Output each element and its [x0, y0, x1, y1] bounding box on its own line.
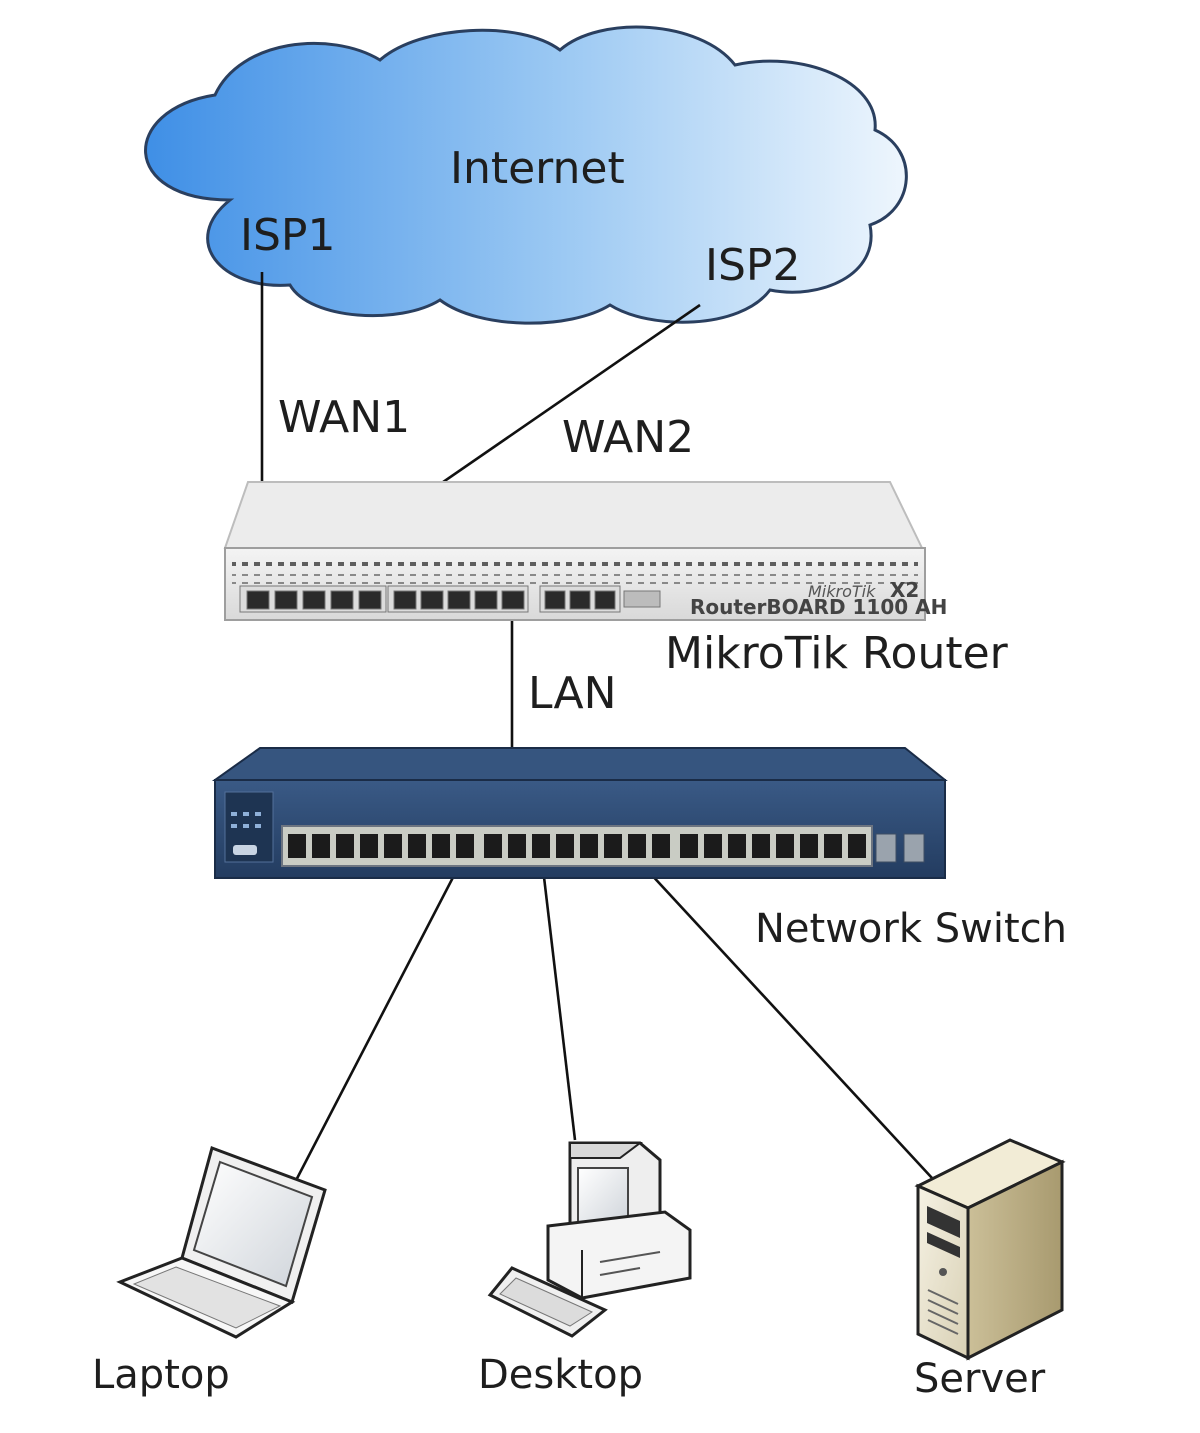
server-icon	[914, 1138, 1066, 1361]
router-model-badge: X2	[890, 578, 919, 602]
router-ports	[239, 585, 661, 613]
wan1-label: WAN1	[278, 392, 410, 443]
isp2-label: ISP2	[705, 240, 800, 291]
switch-ports	[288, 834, 866, 858]
wan2-label: WAN2	[562, 412, 694, 463]
laptop-label: Laptop	[92, 1352, 230, 1398]
desktop-label: Desktop	[478, 1352, 643, 1398]
switch-label: Network Switch	[755, 906, 1067, 952]
mikrotik-router: MikroTik X2 RouterBOARD 1100 AH MikroTik…	[223, 481, 1009, 679]
laptop-link	[288, 859, 464, 1193]
desktop-link	[540, 859, 577, 1141]
desktop-icon	[487, 1141, 692, 1338]
lan-label: LAN	[528, 668, 617, 719]
laptop-icon	[116, 1146, 327, 1339]
router-model: RouterBOARD 1100 AH	[690, 595, 947, 619]
server-label: Server	[914, 1356, 1046, 1402]
router-label: MikroTik Router	[665, 628, 1009, 679]
network-switch: Network Switch	[211, 747, 1067, 952]
isp1-label: ISP1	[240, 210, 335, 261]
internet-cloud: Internet ISP1 ISP2	[144, 25, 908, 325]
server-link	[635, 857, 933, 1179]
cloud-title: Internet	[450, 143, 625, 194]
router-brand: MikroTik	[808, 582, 876, 601]
